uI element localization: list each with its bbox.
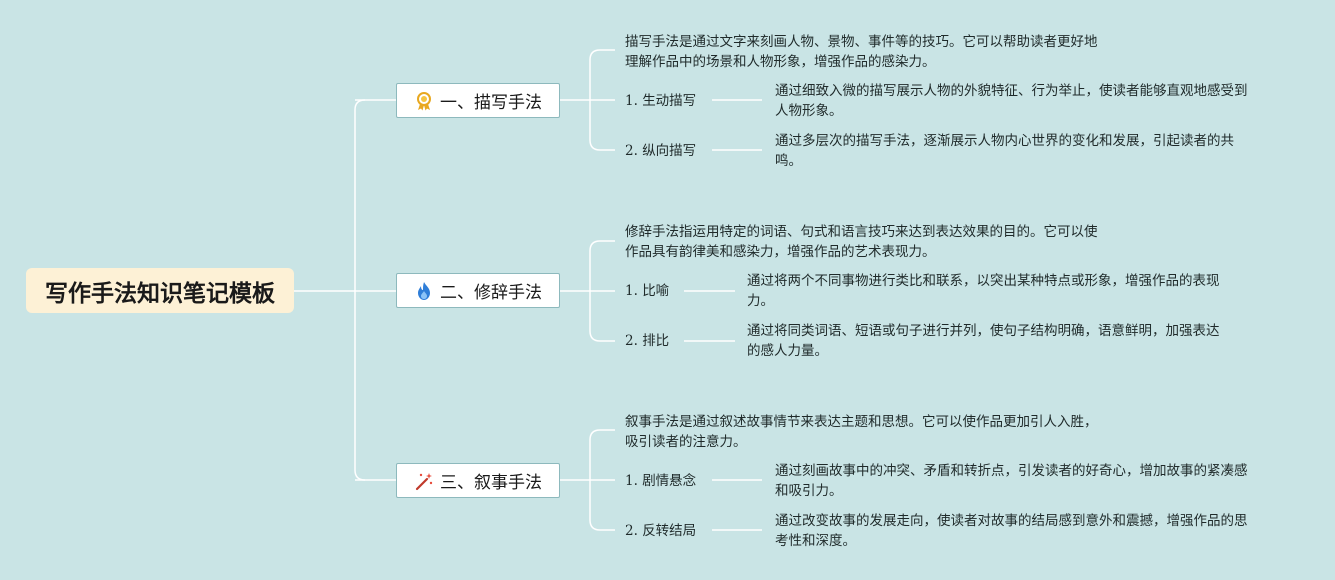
sub-node-1-2[interactable]: 2. 纵向描写: [625, 141, 696, 161]
sub-detail-1-2: 通过多层次的描写手法，逐渐展示人物内心世界的变化和发展，引起读者的共 鸣。: [775, 131, 1275, 171]
sub-detail-2-1: 通过将两个不同事物进行类比和联系，以突出某种特点或形象，增强作品的表现 力。: [747, 271, 1247, 311]
sub-detail-2-2: 通过将同类词语、短语或句子进行并列，使句子结构明确，语意鲜明，加强表达 的感人力…: [747, 321, 1247, 361]
award-ribbon-icon: [414, 91, 434, 111]
sub-node-2-2[interactable]: 2. 排比: [625, 331, 669, 351]
sub-node-3-2[interactable]: 2. 反转结局: [625, 521, 696, 541]
detail-line: 通过刻画故事中的冲突、矛盾和转折点，引发读者的好奇心，增加故事的紧凑感: [775, 463, 1248, 479]
branch-label-2: 二、修辞手法: [440, 283, 542, 303]
sub-number: 1.: [625, 473, 638, 489]
fire-icon: [414, 281, 434, 301]
sub-label: 反转结局: [642, 523, 697, 539]
branch-node-1[interactable]: 一、描写手法: [396, 83, 560, 118]
sub-number: 1.: [625, 283, 638, 299]
sub-label: 生动描写: [642, 93, 697, 109]
magic-wand-icon: [414, 471, 434, 491]
root-title: 写作手法知识笔记模板: [45, 280, 275, 307]
branch-node-3[interactable]: 三、叙事手法: [396, 463, 560, 498]
branch-1-description: 描写手法是通过文字来刻画人物、景物、事件等的技巧。它可以帮助读者更好地 理解作品…: [625, 32, 1125, 72]
detail-line: 力。: [747, 293, 774, 309]
sub-number: 1.: [625, 93, 638, 109]
branch-3-description: 叙事手法是通过叙述故事情节来表达主题和思想。它可以使作品更加引人入胜， 吸引读者…: [625, 412, 1125, 452]
detail-line: 和吸引力。: [775, 483, 843, 499]
sub-number: 2.: [625, 333, 638, 349]
detail-line: 人物形象。: [775, 103, 843, 119]
desc-line: 叙事手法是通过叙述故事情节来表达主题和思想。它可以使作品更加引人入胜，: [625, 414, 1098, 430]
connector-b3-bracket: [560, 429, 615, 531]
sub-number: 2.: [625, 143, 638, 159]
connector-b2-bracket: [560, 240, 615, 342]
desc-line: 吸引读者的注意力。: [625, 434, 747, 450]
sub-label: 剧情悬念: [642, 473, 697, 489]
branch-node-2[interactable]: 二、修辞手法: [396, 273, 560, 308]
branch-label-3: 三、叙事手法: [440, 473, 542, 493]
sub-node-2-1[interactable]: 1. 比喻: [625, 281, 669, 301]
sub-detail-3-2: 通过改变故事的发展走向，使读者对故事的结局感到意外和震撼，增强作品的思 考性和深…: [775, 511, 1275, 551]
desc-line: 理解作品中的场景和人物形象，增强作品的感染力。: [625, 54, 936, 70]
sub-detail-3-1: 通过刻画故事中的冲突、矛盾和转折点，引发读者的好奇心，增加故事的紧凑感 和吸引力…: [775, 461, 1275, 501]
root-node[interactable]: 写作手法知识笔记模板: [26, 268, 294, 313]
detail-line: 的感人力量。: [747, 343, 828, 359]
sub-label: 比喻: [642, 283, 670, 299]
detail-line: 鸣。: [775, 153, 802, 169]
connector-b1-bracket: [560, 49, 615, 151]
sub-node-3-1[interactable]: 1. 剧情悬念: [625, 471, 696, 491]
sub-number: 2.: [625, 523, 638, 539]
detail-line: 通过细致入微的描写展示人物的外貌特征、行为举止，使读者能够直观地感受到: [775, 83, 1248, 99]
sub-node-1-1[interactable]: 1. 生动描写: [625, 91, 696, 111]
detail-line: 通过将两个不同事物进行类比和联系，以突出某种特点或形象，增强作品的表现: [747, 273, 1220, 289]
detail-line: 通过将同类词语、短语或句子进行并列，使句子结构明确，语意鲜明，加强表达: [747, 323, 1220, 339]
detail-line: 考性和深度。: [775, 533, 856, 549]
connector-trunk: [354, 99, 366, 481]
desc-line: 描写手法是通过文字来刻画人物、景物、事件等的技巧。它可以帮助读者更好地: [625, 34, 1098, 50]
branch-label-1: 一、描写手法: [440, 93, 542, 113]
branch-2-description: 修辞手法指运用特定的词语、句式和语言技巧来达到表达效果的目的。它可以使 作品具有…: [625, 222, 1125, 262]
detail-line: 通过改变故事的发展走向，使读者对故事的结局感到意外和震撼，增强作品的思: [775, 513, 1248, 529]
sub-detail-1-1: 通过细致入微的描写展示人物的外貌特征、行为举止，使读者能够直观地感受到 人物形象…: [775, 81, 1275, 121]
detail-line: 通过多层次的描写手法，逐渐展示人物内心世界的变化和发展，引起读者的共: [775, 133, 1234, 149]
desc-line: 修辞手法指运用特定的词语、句式和语言技巧来达到表达效果的目的。它可以使: [625, 224, 1098, 240]
desc-line: 作品具有韵律美和感染力，增强作品的艺术表现力。: [625, 244, 936, 260]
sub-label: 排比: [642, 333, 670, 349]
sub-label: 纵向描写: [642, 143, 697, 159]
